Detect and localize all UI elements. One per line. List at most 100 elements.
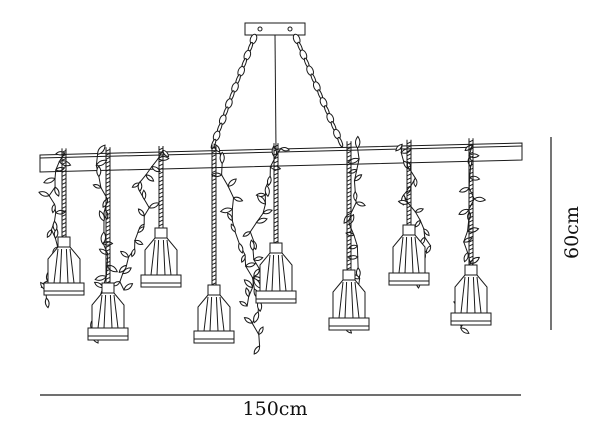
ivy-leaf <box>232 196 244 202</box>
ivy-leaf <box>253 310 260 324</box>
ivy-leaf <box>395 143 403 152</box>
ivy-leaf <box>458 208 470 215</box>
ivy-leaf <box>227 212 233 222</box>
ivy-leaf <box>54 186 60 197</box>
ivy-leaf <box>253 345 261 355</box>
ivy-leaf <box>123 283 134 291</box>
lamp-cage <box>450 264 492 326</box>
ivy-leaf <box>151 166 161 173</box>
lamp-cage <box>87 282 129 341</box>
chain <box>292 33 344 148</box>
ivy-leaf <box>119 250 130 258</box>
ivy-leaf <box>46 229 53 239</box>
ivy-leaf <box>355 201 366 207</box>
pendant-lamp <box>193 144 235 344</box>
rope <box>105 147 111 284</box>
center-wire <box>274 34 277 151</box>
ivy-leaf <box>227 178 237 187</box>
ivy-leaf <box>98 210 105 222</box>
ivy-leaf <box>255 217 268 224</box>
ivy-leaf <box>53 228 59 240</box>
ivy-leaf <box>148 202 160 209</box>
ivy-leaf <box>131 248 136 258</box>
ivy-leaf <box>134 239 144 246</box>
rope <box>211 144 217 286</box>
ivy-leaf <box>264 184 270 198</box>
width-label: 150cm <box>242 398 308 420</box>
ivy-leaf <box>95 159 108 167</box>
ivy-leaf <box>244 262 257 268</box>
wooden-beam <box>39 142 523 173</box>
lamp-cage <box>388 224 430 286</box>
ivy-leaf <box>242 231 252 237</box>
ivy-leaf <box>245 287 250 298</box>
ivy-leaf <box>118 264 128 273</box>
ivy-leaf <box>44 297 50 309</box>
pendant-lamps <box>43 138 492 344</box>
ivy-leaf <box>413 177 418 188</box>
ivy-leaf <box>137 180 143 193</box>
ivy-leaf <box>243 279 254 289</box>
height-label: 60cm <box>561 206 583 259</box>
ivy-leaf <box>355 135 361 149</box>
ivy-leaf <box>141 189 147 201</box>
pendant-lamp <box>43 148 85 296</box>
pendant-lamp <box>450 138 492 326</box>
ivy-leaf <box>458 187 470 193</box>
ivy-leaf <box>96 165 102 178</box>
pendant-lamp <box>87 147 129 341</box>
lamp-cage <box>140 227 182 288</box>
ivy-leaf <box>423 228 430 237</box>
rope <box>346 141 352 270</box>
ivy-leaf <box>353 190 358 202</box>
ivy-leaf <box>94 275 108 281</box>
ivy-leaf <box>145 174 155 182</box>
lamp-cage <box>255 242 297 304</box>
ivy-leaf <box>253 268 260 277</box>
ivy-leaf <box>239 301 248 307</box>
lamp-cage <box>193 284 235 344</box>
ivy-vine <box>111 149 170 291</box>
ivy-leaf <box>243 317 253 324</box>
ivy-leaf <box>462 237 473 243</box>
ivy-leaf <box>92 184 102 189</box>
pendant-lamp <box>140 145 182 288</box>
ivy-leaf <box>256 195 267 205</box>
pendant-lamp <box>328 141 370 331</box>
ivy-leaf <box>219 207 234 214</box>
ivy-leaf <box>54 209 67 215</box>
rope <box>468 138 474 267</box>
ivy-vine <box>210 143 264 355</box>
ivy-leaf <box>266 175 272 187</box>
rope <box>273 143 279 244</box>
ivy-leaf <box>137 208 145 217</box>
lamp-cage <box>328 269 370 331</box>
ivy-leaf <box>463 251 469 263</box>
ivy-leaf <box>468 175 481 181</box>
ivy-leaf <box>414 208 424 213</box>
ivy-leaf <box>241 253 246 263</box>
ivy-leaf <box>51 203 56 214</box>
rope <box>61 148 67 237</box>
suspension-chains <box>210 33 344 150</box>
pendant-lamp <box>388 139 430 286</box>
rope <box>406 139 412 225</box>
ivy-leaf <box>219 151 225 165</box>
ivy-leaf <box>280 147 291 152</box>
ivy-leaf <box>262 209 273 215</box>
ivy-leaf <box>93 281 104 289</box>
ivy-leaf <box>43 177 56 184</box>
ivy-leaf <box>106 264 118 273</box>
ivy-leaf <box>253 256 264 261</box>
ivy-leaf <box>97 144 106 156</box>
ivy-leaf <box>353 174 363 182</box>
ivy-leaf <box>397 199 410 205</box>
chain-link <box>337 136 344 148</box>
ivy-leaf <box>38 191 50 197</box>
pendant-lamp <box>255 143 297 304</box>
ivy-leaf <box>425 244 432 254</box>
chain <box>210 33 258 150</box>
ivy-leaf <box>100 231 107 245</box>
ivy-leaf <box>473 196 487 202</box>
